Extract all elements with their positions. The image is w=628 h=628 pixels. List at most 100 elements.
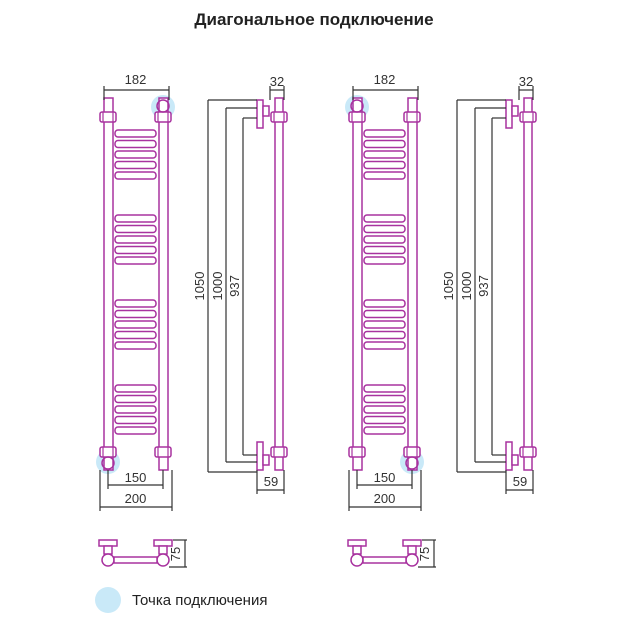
dim-depth-bottom: 59 [264, 474, 278, 489]
dim-height-axis: 937 [476, 275, 491, 297]
side-fitting [270, 446, 288, 458]
mount-nut [158, 545, 168, 555]
towel-bar [114, 320, 157, 329]
side-bracket [256, 441, 264, 471]
dim-mount-depth: 75 [168, 547, 183, 561]
dim-height-total: 1050 [441, 272, 456, 301]
dim-mount-depth: 75 [417, 547, 432, 561]
fitting [348, 446, 366, 458]
left-rail [352, 97, 363, 471]
side-bracket [505, 441, 513, 471]
right-rail [407, 97, 418, 471]
towel-bar [363, 235, 406, 244]
side-valve [262, 454, 270, 466]
fitting [154, 446, 172, 458]
towel-bar [363, 341, 406, 350]
towel-bar [363, 171, 406, 180]
towel-bar [114, 415, 157, 425]
towel-bar [114, 214, 157, 223]
towel-bar [114, 309, 157, 319]
dim-height-total: 1050 [192, 272, 207, 301]
side-bracket [256, 99, 264, 129]
fitting [403, 111, 421, 123]
towel-bar [114, 171, 157, 180]
towel-bar [363, 150, 406, 159]
side-fitting [519, 111, 537, 123]
towel-bar [114, 330, 157, 340]
towel-bar [114, 384, 157, 393]
towel-bar [363, 160, 406, 170]
towel-bar [114, 235, 157, 244]
towel-bar [114, 129, 157, 138]
towel-bar [114, 256, 157, 265]
towel-bar [114, 224, 157, 234]
side-valve [511, 454, 519, 466]
side-valve [262, 105, 270, 117]
towel-bar [114, 426, 157, 435]
side-rail [523, 97, 533, 471]
towel-bar [363, 139, 406, 149]
dim-depth-bottom: 59 [513, 474, 527, 489]
dim-axis-bottom: 150 [374, 470, 396, 485]
towel-bar [114, 341, 157, 350]
side-valve [511, 105, 519, 117]
towel-bar [363, 309, 406, 319]
side-fitting [519, 446, 537, 458]
towel-bar [114, 139, 157, 149]
side-fitting [270, 111, 288, 123]
mount-bar [362, 556, 407, 564]
pipe-section [350, 553, 364, 567]
mount-bar [113, 556, 158, 564]
towel-bar [114, 405, 157, 414]
dim-height-axis: 937 [227, 275, 242, 297]
towel-bar [114, 160, 157, 170]
dim-axis-bottom: 150 [125, 470, 147, 485]
towel-bar [363, 224, 406, 234]
towel-bar [363, 415, 406, 425]
mount-flange [98, 539, 118, 547]
towel-bar [363, 330, 406, 340]
towel-bar [114, 299, 157, 308]
right-rail [158, 97, 169, 471]
mount-flange [402, 539, 422, 547]
dim-height-mid: 1000 [459, 272, 474, 301]
towel-bar [363, 426, 406, 435]
page-title: Диагональное подключение [194, 10, 434, 29]
towel-bar [363, 320, 406, 329]
mount-nut [352, 545, 362, 555]
towel-bar [363, 214, 406, 223]
towel-bar [363, 405, 406, 414]
valve-icon [405, 456, 419, 470]
towel-bar [363, 245, 406, 255]
side-bracket [505, 99, 513, 129]
towel-bar [363, 299, 406, 308]
towel-bar [363, 394, 406, 404]
pipe-section [101, 553, 115, 567]
dim-height-mid: 1000 [210, 272, 225, 301]
side-rail [274, 97, 284, 471]
mount-nut [407, 545, 417, 555]
towel-bar [114, 245, 157, 255]
valve-icon [156, 99, 170, 113]
fitting [99, 111, 117, 123]
dim-width-top: 182 [125, 72, 147, 87]
legend-label: Точка подключения [132, 592, 268, 609]
towel-bar [114, 150, 157, 159]
dim-width-top: 182 [374, 72, 396, 87]
towel-bar [363, 384, 406, 393]
valve-icon [101, 456, 115, 470]
dim-depth-top: 32 [519, 74, 533, 89]
dim-width-bottom: 200 [125, 491, 147, 506]
dim-depth-top: 32 [270, 74, 284, 89]
mount-nut [103, 545, 113, 555]
mount-flange [153, 539, 173, 547]
valve-icon [350, 99, 364, 113]
towel-bar [363, 129, 406, 138]
left-rail [103, 97, 114, 471]
mount-flange [347, 539, 367, 547]
towel-bar [114, 394, 157, 404]
legend-connection-icon [95, 587, 121, 613]
